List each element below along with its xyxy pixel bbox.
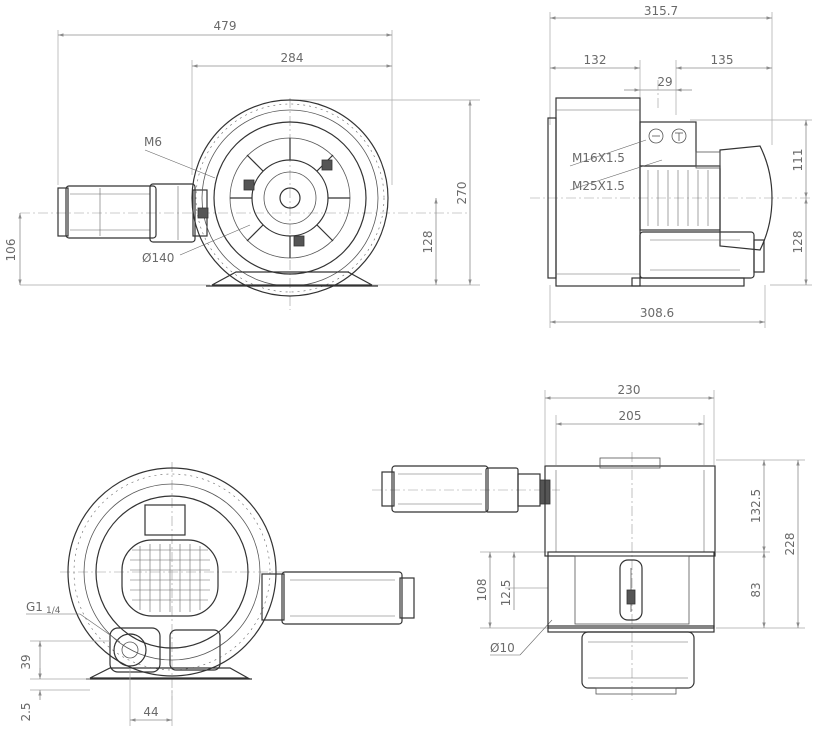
dim-128-front: 128 [421,231,435,254]
top-view: 230 205 132.5 228 83 108 12.5 Ø10 [372,383,805,700]
dim-132-5: 132.5 [749,489,763,523]
dim-270: 270 [455,182,469,205]
dim-135: 135 [711,53,734,67]
dim-108: 108 [475,579,489,602]
dim-205: 205 [619,409,642,423]
dim-128-side: 128 [791,231,805,254]
dim-111: 111 [791,149,805,172]
front-view: 479 284 270 128 106 [4,19,480,310]
dim-479: 479 [214,19,237,33]
dim-315-7: 315.7 [644,4,678,18]
label-m6: M6 [144,135,162,149]
rear-view: 39 2.5 44 G1 1/4 [19,462,415,726]
dim-106: 106 [4,239,18,262]
dim-39: 39 [19,654,33,669]
dim-132: 132 [584,53,607,67]
dim-83: 83 [749,582,763,597]
dim-228: 228 [783,533,797,556]
label-g1: G1 [26,600,43,614]
dim-308-6: 308.6 [640,306,674,320]
label-dia-140: Ø140 [142,251,174,265]
dim-29: 29 [657,75,672,89]
label-dia-10: Ø10 [490,641,515,655]
dim-12-5: 12.5 [499,580,513,607]
dim-2-5: 2.5 [19,702,33,721]
label-m25: M25X1.5 [572,179,625,193]
label-m16: M16X1.5 [572,151,625,165]
dim-230: 230 [618,383,641,397]
dim-284: 284 [281,51,304,65]
label-g1-sub: 1/4 [46,606,61,616]
dim-44: 44 [143,705,158,719]
side-view: 315.7 132 135 29 111 128 308.6 [530,4,812,328]
